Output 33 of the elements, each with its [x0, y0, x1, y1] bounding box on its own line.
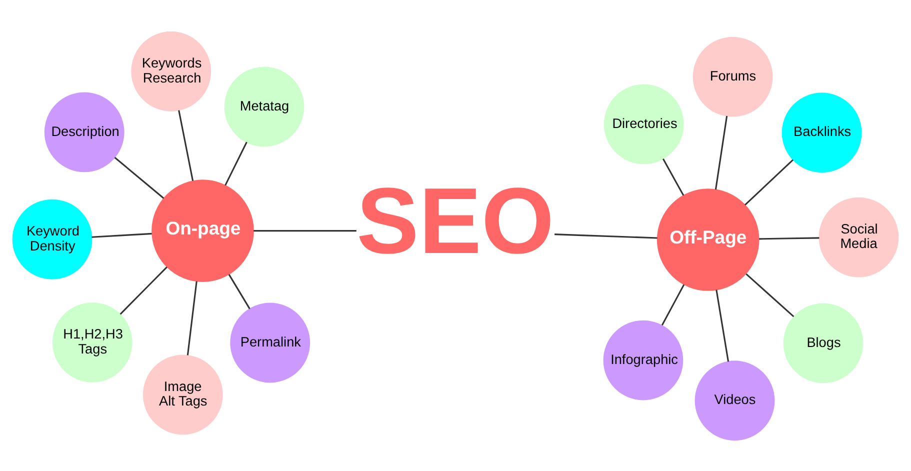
node-circle: Blogs: [783, 302, 864, 383]
connector: [254, 230, 356, 232]
connector: [661, 284, 685, 326]
node-circle: Description: [44, 92, 124, 172]
node-circle: Forums: [692, 36, 773, 116]
node-text: SEO: [356, 168, 554, 273]
connector: [759, 236, 820, 240]
node-circle: Social Media: [818, 196, 899, 277]
connector: [554, 233, 658, 238]
connector: [120, 266, 168, 314]
node-circle: Permalink: [230, 302, 310, 382]
connector: [228, 274, 250, 309]
node-circle: Metatag: [224, 66, 304, 146]
node-circle: Keywords Research: [131, 30, 212, 111]
connector: [92, 232, 152, 238]
connector: [662, 158, 684, 196]
connector: [224, 141, 248, 186]
connector: [714, 115, 728, 190]
node-circle: Image Alt Tags: [142, 354, 223, 434]
connector: [746, 272, 794, 317]
connector: [716, 289, 730, 362]
node-circle: H1,H2,H3 Tags: [52, 302, 132, 382]
connector: [744, 158, 794, 206]
node-circle: Videos: [694, 360, 775, 440]
connector: [114, 156, 164, 198]
node-circle: On-page: [152, 179, 254, 282]
connector: [186, 280, 198, 355]
node-circle: Off-Page: [656, 188, 760, 290]
connector: [178, 110, 194, 180]
node-circle: Keyword Density: [12, 198, 92, 279]
node-circle: Backlinks: [782, 92, 862, 172]
node-circle: Directories: [604, 84, 684, 164]
node-circle: Infographic: [603, 320, 684, 400]
